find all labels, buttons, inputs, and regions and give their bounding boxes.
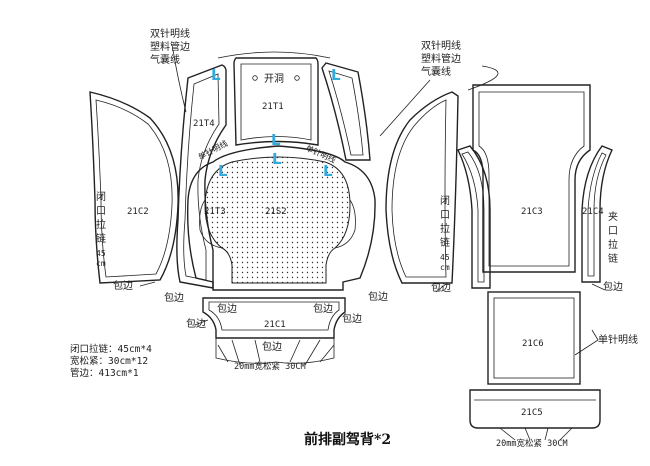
svg-text:链: 链	[440, 236, 450, 249]
note-plastic-piping-right: 塑料管边	[421, 52, 461, 65]
label-opening: 开洞	[264, 73, 284, 85]
l-mark: L	[211, 66, 221, 84]
note-binding: 包边	[603, 280, 623, 293]
page-title: 前排副驾背*2	[304, 431, 391, 448]
label-21c6: 21C6	[522, 339, 544, 349]
svg-text:闭: 闭	[440, 194, 450, 207]
piece-21c2-right	[385, 91, 459, 284]
note-binding: 包边	[368, 290, 388, 303]
piece-21s2	[199, 156, 356, 284]
note-single-stitch-a: 单针明线	[196, 138, 229, 162]
label-21c4: 21C4	[582, 207, 604, 217]
note-single-stitch-right: 单针明线	[598, 333, 638, 346]
svg-text:拉: 拉	[440, 222, 450, 235]
svg-text:45: 45	[96, 249, 106, 258]
l-mark: L	[272, 150, 282, 168]
label-21c1: 21C1	[264, 320, 286, 330]
l-mark: L	[323, 162, 333, 180]
label-21c5: 21C5	[521, 408, 543, 418]
piece-21c3-side	[457, 145, 491, 289]
svg-text:45: 45	[440, 253, 450, 262]
svg-text:口: 口	[608, 226, 618, 237]
note-airbag-right: 气囊线	[421, 65, 451, 78]
label-21c2: 21C2	[127, 207, 149, 217]
note-double-stitch-right: 双针明线	[421, 39, 461, 52]
note-plastic-piping-left: 塑料管边	[150, 40, 190, 53]
note-zipper-left: 闭 口 拉 链 45 cm	[96, 190, 106, 268]
piece-21t1	[233, 57, 319, 146]
label-21c3: 21C3	[521, 207, 543, 217]
note-double-stitch-left: 双针明线	[150, 27, 190, 40]
piece-21t4-right	[321, 62, 371, 161]
piece-21c2	[89, 91, 179, 284]
note-binding: 包边	[262, 340, 282, 353]
note-clip-zipper: 夹 口 拉 链	[608, 210, 618, 265]
label-21t3: 21T3	[204, 207, 226, 217]
note-airbag-left: 气囊线	[150, 53, 180, 66]
l-mark: L	[331, 66, 341, 84]
label-21t4: 21T4	[193, 119, 215, 129]
bom-zipper: 闭口拉链：45cm*4	[70, 343, 152, 355]
label-21t1: 21T1	[262, 102, 284, 112]
piece-21c5	[469, 389, 601, 441]
note-binding: 包边	[164, 291, 184, 304]
l-mark: L	[271, 131, 281, 149]
bom-piping: 管边：413cm*1	[70, 367, 139, 379]
label-21s2: 21S2	[265, 207, 287, 217]
note-binding: 包边	[217, 302, 237, 315]
piece-21c3	[472, 84, 591, 273]
bom-elastic: 宽松紧：30cm*12	[70, 355, 148, 367]
svg-text:口: 口	[96, 206, 106, 217]
note-binding: 包边	[431, 281, 451, 294]
svg-text:cm: cm	[440, 263, 450, 272]
note-elastic-c1: 20mm宽松紧 30CM	[234, 361, 306, 372]
note-elastic-c5: 20mm宽松紧 30CM	[496, 438, 568, 449]
svg-text:链: 链	[96, 232, 106, 245]
svg-text:拉: 拉	[608, 238, 618, 251]
svg-text:拉: 拉	[96, 218, 106, 231]
piece-21c6	[487, 291, 581, 385]
svg-text:口: 口	[440, 210, 450, 221]
svg-text:链: 链	[608, 252, 618, 265]
piece-21c4	[581, 145, 613, 283]
note-zipper-right: 闭 口 拉 链 45 cm	[440, 194, 450, 272]
note-binding: 包边	[313, 302, 333, 315]
svg-text:闭: 闭	[96, 190, 106, 203]
annotation-leaders	[139, 49, 606, 356]
svg-text:cm: cm	[96, 259, 106, 268]
note-binding: 包边	[113, 279, 133, 292]
note-binding: 包边	[186, 317, 206, 330]
svg-text:夹: 夹	[608, 210, 618, 223]
elastic-leaders	[217, 339, 335, 366]
l-mark: L	[218, 162, 228, 180]
note-binding: 包边	[342, 312, 362, 325]
piece-21t3	[187, 145, 376, 291]
